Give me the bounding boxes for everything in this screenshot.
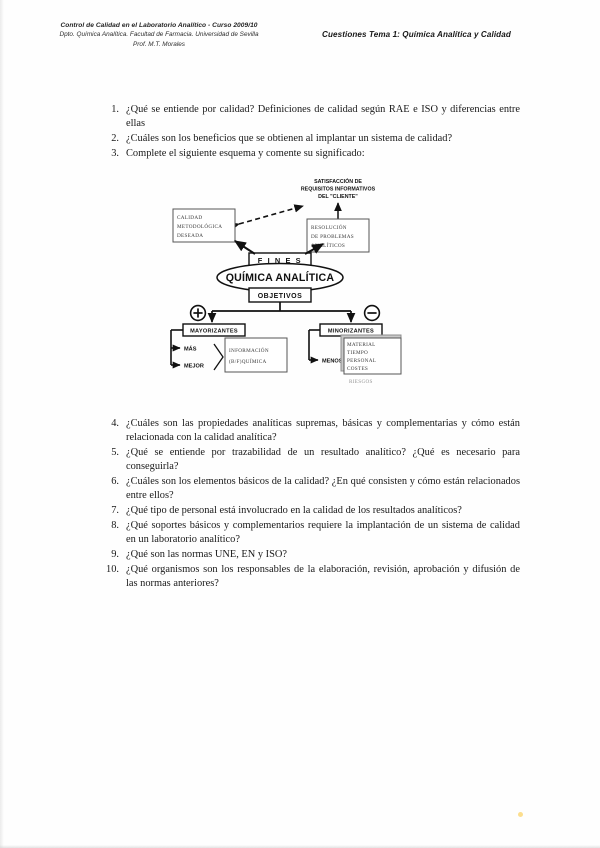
question-text: ¿Cuáles son las propiedades analíticas s… — [126, 418, 520, 443]
scan-edge-shadow-left — [0, 0, 4, 848]
handwritten-box-bottom-left: INFORMACIÓN (B/F)QUÍMICA — [224, 337, 288, 373]
cliente-caption-line3: DEL "CLIENTE" — [318, 194, 358, 200]
handwritten-line: DESEADA — [177, 233, 203, 239]
handwritten-box-bottom-right: MATERIAL TIEMPO PERSONAL COSTES — [340, 334, 402, 375]
worksheet-title: Cuestiones Tema 1: Química Analítica y C… — [322, 30, 511, 39]
question-text: Complete el siguiente esquema y comente … — [126, 148, 365, 160]
handwritten-line: DE PROBLEMAS — [311, 234, 354, 240]
label-mas: MÁS — [184, 345, 197, 352]
handwritten-line: (B/F)QUÍMICA — [229, 357, 267, 365]
question-number: 4. — [111, 418, 119, 429]
scan-edge-shadow-bottom — [0, 845, 600, 848]
question-text: ¿Qué soportes básicos y complementarios … — [126, 520, 520, 545]
node-mayorizantes: MAYORIZANTES — [182, 323, 246, 337]
node-objetivos-label: OBJETIVOS — [258, 293, 303, 300]
label-menos: MENOS — [322, 358, 343, 364]
handwritten-line: INFORMACIÓN — [229, 346, 269, 354]
handwritten-line: COSTES — [347, 366, 368, 372]
question-number: 5. — [111, 446, 119, 458]
cliente-caption-line2: REQUISITOS INFORMATIVOS — [301, 186, 376, 192]
professor-line: Prof. M.T. Morales — [133, 40, 185, 48]
question-text: ¿Qué tipo de personal está involucrado e… — [126, 504, 462, 516]
dashed-link-arrow — [229, 204, 304, 231]
handwritten-line: TIEMPO — [347, 350, 368, 356]
question-number: 9. — [111, 549, 119, 561]
list-item: 7. ¿Qué tipo de personal está involucrad… — [100, 504, 520, 518]
handwritten-line: METODOLÓGICA — [177, 222, 222, 230]
question-text: ¿Qué se entiende por trazabilidad de un … — [126, 446, 520, 472]
question-text: ¿Qué organismos son los responsables de … — [126, 564, 520, 590]
node-mayorizantes-label: MAYORIZANTES — [190, 329, 238, 335]
list-item: 6. ¿Cuáles son los elementos básicos de … — [100, 475, 520, 502]
header-left-block: Control de Calidad en el Laboratorio Ana… — [14, 22, 304, 49]
scan-artifact-spot — [518, 812, 523, 817]
handwritten-box-top-left: CALIDAD METODOLÓGICA DESEADA — [172, 208, 236, 243]
handwritten-riesgos: RIESGOS — [349, 379, 373, 385]
node-minorizantes-label: MINORIZANTES — [328, 329, 374, 335]
node-quimica-analitica-label: QUÍMICA ANALÍTICA — [226, 271, 335, 284]
question-number: 3. — [111, 148, 119, 160]
minorizantes-bracket — [308, 329, 320, 364]
mayorizantes-bracket — [170, 329, 183, 369]
handwritten-line: MATERIAL — [347, 342, 376, 348]
node-objetivos: OBJETIVOS — [248, 287, 312, 303]
node-quimica-analitica: QUÍMICA ANALÍTICA — [216, 262, 344, 293]
quality-concept-diagram: SATISFACCIÓN DE REQUISITOS INFORMATIVOS … — [163, 172, 409, 394]
plus-icon — [189, 304, 207, 322]
list-item: 3. Complete el siguiente esquema y comen… — [100, 147, 520, 161]
question-number: 1. — [111, 104, 119, 115]
handwritten-line: PERSONAL — [347, 358, 376, 364]
cliente-caption-line1: SATISFACCIÓN DE — [314, 177, 362, 185]
list-item: 5. ¿Qué se entiende por trazabilidad de … — [100, 446, 520, 473]
node-fines-label: F I N E S — [258, 256, 302, 265]
question-text: ¿Cuáles son los elementos básicos de la … — [126, 475, 520, 501]
label-mejor: MEJOR — [184, 363, 204, 369]
handwritten-line: CALIDAD — [177, 215, 202, 221]
question-number: 10. — [106, 564, 119, 576]
question-text: ¿Qué son las normas UNE, EN y ISO? — [126, 549, 288, 561]
node-minorizantes: MINORIZANTES — [319, 323, 383, 337]
list-item: 2. ¿Cuáles son los beneficios que se obt… — [100, 132, 520, 146]
question-list-bottom: 4. ¿Cuáles son las propiedades analítica… — [100, 417, 520, 592]
question-number: 2. — [111, 132, 119, 144]
list-item: 10. ¿Qué organismos son los responsables… — [100, 563, 520, 590]
question-text: ¿Cuáles son los beneficios que se obtien… — [126, 132, 453, 144]
handwritten-line: RESOLUCIÓN — [311, 223, 347, 231]
question-text: ¿Qué se entiende por calidad? Definicion… — [126, 104, 520, 129]
course-title: Control de Calidad en el Laboratorio Ana… — [60, 22, 258, 29]
mas-mejor-brace — [213, 343, 224, 371]
list-item: 9. ¿Qué son las normas UNE, EN y ISO? — [100, 548, 520, 562]
list-item: 4. ¿Cuáles son las propiedades analítica… — [100, 417, 520, 444]
minus-icon — [363, 304, 381, 322]
question-number: 6. — [111, 475, 119, 487]
arrow-fines-to-right-box — [304, 243, 325, 255]
page-header: Control de Calidad en el Laboratorio Ana… — [0, 22, 600, 66]
objetivos-branch-connector — [207, 302, 356, 324]
cliente-caption: SATISFACCIÓN DE REQUISITOS INFORMATIVOS … — [301, 177, 376, 200]
question-number: 7. — [111, 504, 119, 516]
list-item: 1. ¿Qué se entiende por calidad? Definic… — [100, 103, 520, 130]
handwritten-line: ANALÍTICOS — [311, 241, 345, 249]
arrow-fines-to-left-box — [233, 240, 256, 255]
question-list-top: 1. ¿Qué se entiende por calidad? Definic… — [100, 103, 520, 162]
department-line: Dpto. Química Analítica. Facultad de Far… — [59, 31, 259, 39]
list-item: 8. ¿Qué soportes básicos y complementari… — [100, 519, 520, 546]
question-number: 8. — [111, 520, 119, 532]
